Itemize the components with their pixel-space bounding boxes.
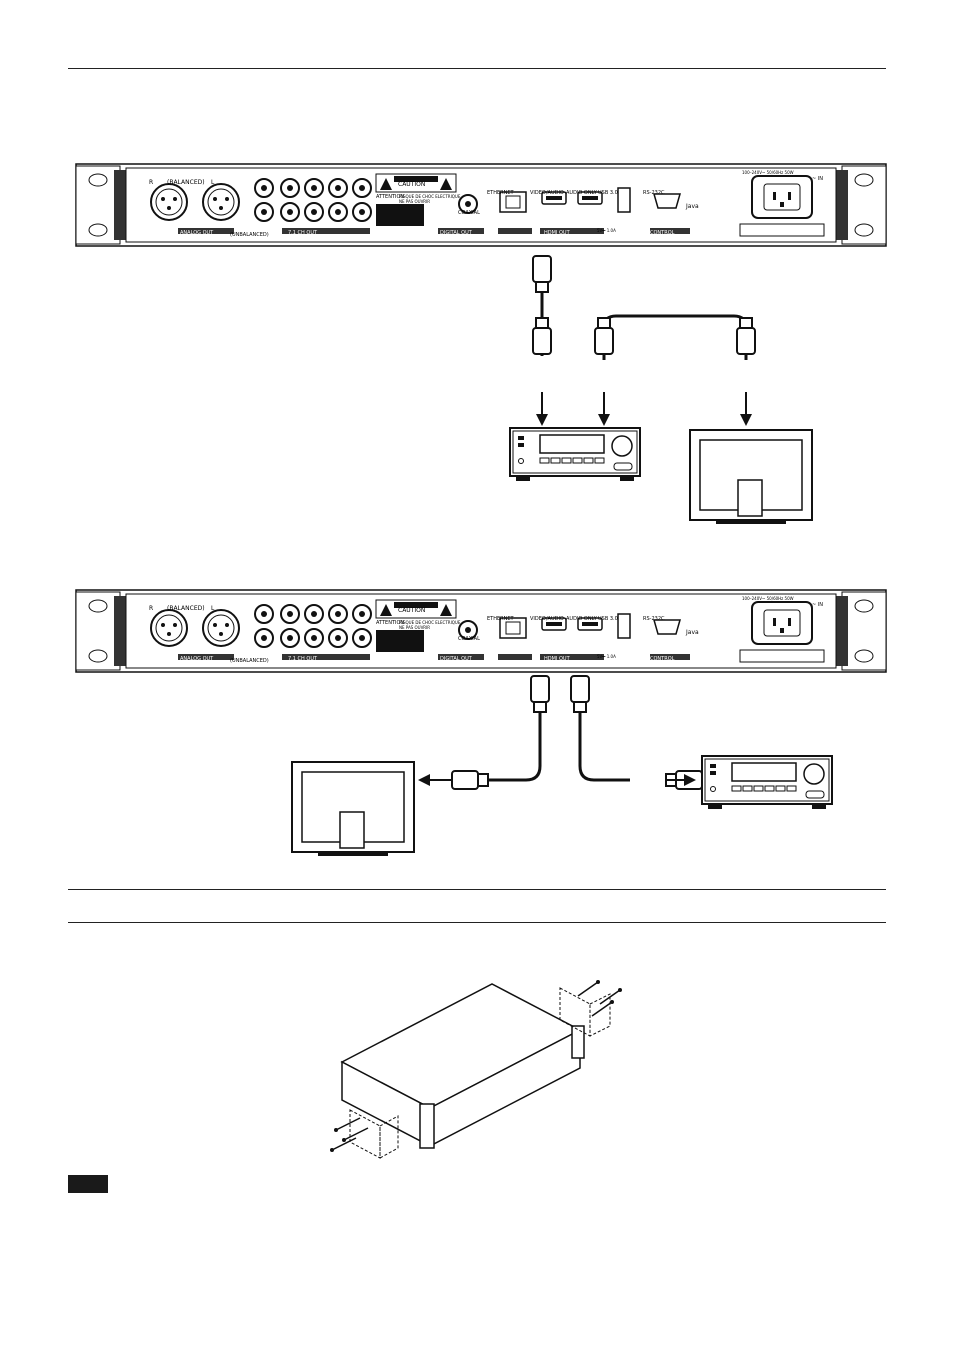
label-digital-out-2: DIGITAL OUT (440, 656, 473, 662)
label-power-rating-2: 100–240V~ 50/60Hz 50W (742, 596, 794, 601)
label-coaxial-2: COAXIAL (458, 636, 480, 642)
label-caution-2: CAUTION (398, 607, 425, 614)
label-audio-only-2: AUDIO ONLY (566, 616, 598, 622)
hdmi-cable-2 (594, 314, 756, 426)
top-rule (68, 68, 886, 69)
label-caution: CAUTION (398, 181, 425, 188)
label-analog-out: ANALOG OUT (180, 230, 214, 236)
label-java-2: Java (685, 629, 699, 636)
label-video-audio-2: VIDEO/AUDIO (530, 616, 564, 622)
tv-2 (291, 761, 415, 857)
label-ne-pas-2: NE PAS OUVRIR (399, 625, 430, 630)
label-ac-in-2: ~ IN (812, 602, 823, 608)
label-attention-2: ATTENTION (376, 620, 404, 626)
label-rs232c: RS-232C (643, 190, 665, 196)
label-power-rating: 100–240V~ 50/60Hz 50W (742, 170, 794, 175)
label-ethernet: ETHERNET (487, 190, 515, 196)
label-usb-2: USB 3.0 (598, 616, 618, 622)
label-audio-only: AUDIO ONLY (566, 190, 598, 196)
label-control-2: CONTROL (650, 656, 675, 662)
label-risque-2: RISQUE DE CHOC ELECTRIQUE (399, 620, 461, 625)
label-risque: RISQUE DE CHOC ELECTRIQUE (399, 194, 461, 199)
label-digital-out: DIGITAL OUT (440, 230, 473, 236)
label-coaxial: COAXIAL (458, 210, 480, 216)
label-ch-out-2: 7.1 CH OUT (288, 656, 318, 662)
label-hdmi-out-2: HDMI OUT (544, 656, 571, 662)
section-rule-lower (68, 922, 886, 923)
label-rs232c-2: RS-232C (643, 616, 665, 622)
label-ch-out: 7.1 CH OUT (288, 230, 318, 236)
label-balanced: (BALANCED) (167, 179, 205, 186)
label-ac-in: ~ IN (812, 176, 823, 182)
av-receiver-2 (701, 755, 833, 810)
rack-mount-illustration (330, 980, 622, 1159)
label-hdmi-out: HDMI OUT (544, 230, 571, 236)
label-ethernet-2: ETHERNET (487, 616, 515, 622)
tv-1 (689, 429, 813, 525)
label-usb-rating-2: 5V⎓ 1.0A (597, 654, 616, 659)
label-unbalanced: (UNBALANCED) (230, 232, 269, 238)
label-analog-out-2: ANALOG OUT (180, 656, 214, 662)
label-attention: ATTENTION (376, 194, 404, 200)
label-usb-rating: 5V⎓ 1.0A (597, 228, 616, 233)
label-r-2: R (149, 605, 153, 612)
label-l: L (211, 179, 215, 186)
av-receiver-1 (509, 427, 641, 482)
label-unbalanced-2: (UNBALANCED) (230, 658, 269, 664)
label-usb: USB 3.0 (598, 190, 618, 196)
label-java: Java (685, 203, 699, 210)
hdmi-cable-4 (570, 675, 703, 790)
note-tag (68, 1175, 108, 1193)
section-rule-upper (68, 889, 886, 890)
label-video-audio: VIDEO/AUDIO (530, 190, 564, 196)
label-control: CONTROL (650, 230, 675, 236)
label-r: R (149, 179, 153, 186)
label-l-2: L (211, 605, 215, 612)
label-balanced-2: (BALANCED) (167, 605, 205, 612)
label-ne-pas: NE PAS OUVRIR (399, 199, 430, 204)
hdmi-cable-1 (532, 255, 552, 426)
hdmi-cable-3 (418, 675, 550, 790)
